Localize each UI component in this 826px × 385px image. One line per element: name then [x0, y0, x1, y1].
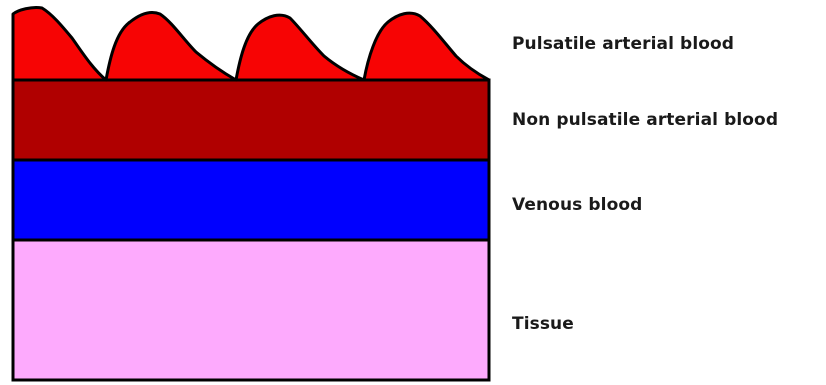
label-pulsatile-arterial-blood: Pulsatile arterial blood: [512, 34, 734, 54]
non-pulsatile-arterial-blood-layer: [13, 80, 489, 160]
venous-blood-layer: [13, 160, 489, 240]
label-venous-blood: Venous blood: [512, 195, 642, 215]
label-non-pulsatile-arterial-blood: Non pulsatile arterial blood: [512, 110, 778, 130]
tissue-layer: [13, 240, 489, 380]
pulsatile-arterial-blood-wave: [13, 7, 489, 80]
label-tissue: Tissue: [512, 314, 574, 334]
